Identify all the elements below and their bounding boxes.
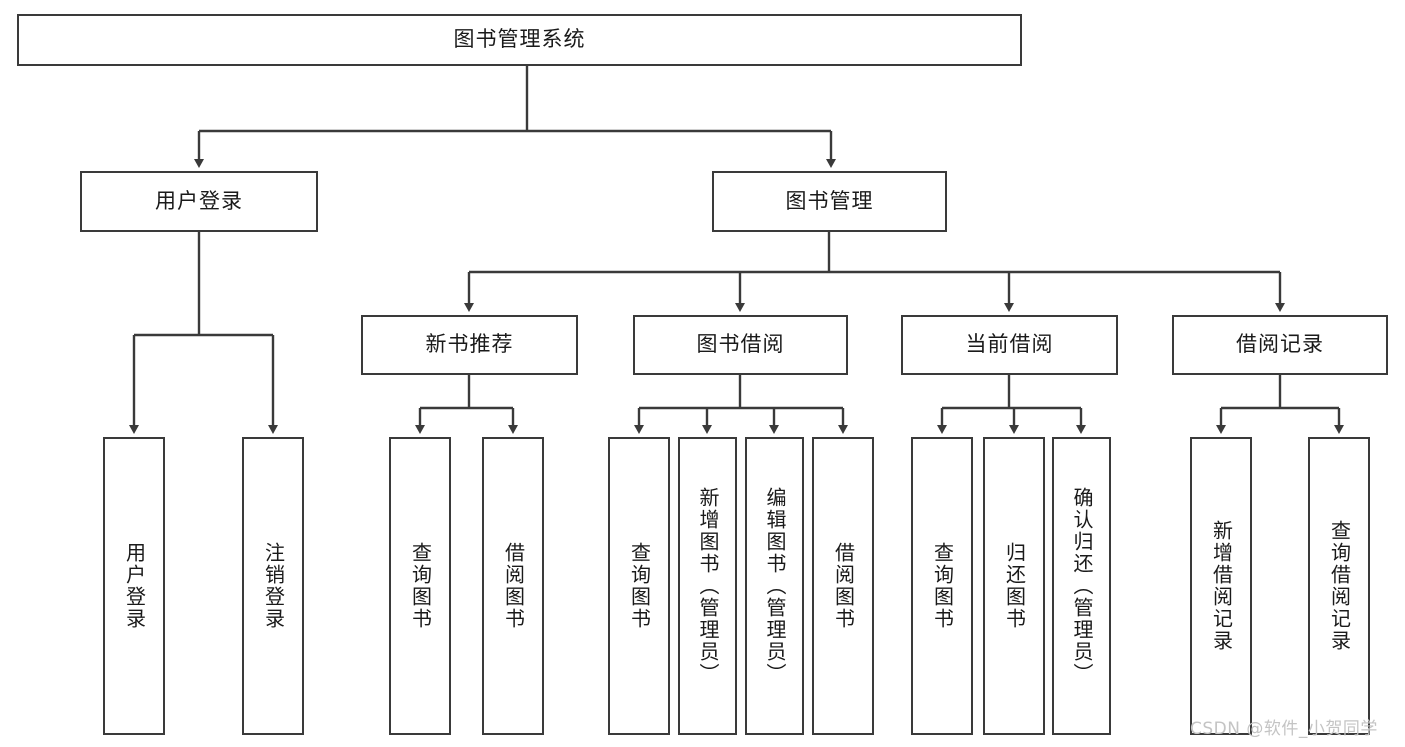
node-user-login[interactable]: 用户登录 bbox=[80, 171, 318, 232]
leaf-borrow-query-book-label: 查询图书 bbox=[627, 542, 652, 630]
leaf-user-login-label: 用户登录 bbox=[122, 542, 147, 630]
leaf-recommend-borrow-book[interactable]: 借阅图书 bbox=[482, 437, 544, 735]
leaf-borrow-query-book[interactable]: 查询图书 bbox=[608, 437, 670, 735]
node-user-login-label: 用户登录 bbox=[155, 188, 243, 213]
node-book-management[interactable]: 图书管理 bbox=[712, 171, 947, 232]
leaf-logout[interactable]: 注销登录 bbox=[242, 437, 304, 735]
node-current-borrow-label: 当前借阅 bbox=[965, 332, 1054, 357]
node-current-borrow[interactable]: 当前借阅 bbox=[901, 315, 1118, 375]
leaf-current-query-book-label: 查询图书 bbox=[930, 542, 955, 630]
leaf-recommend-query-book-label: 查询图书 bbox=[408, 542, 433, 630]
node-book-management-label: 图书管理 bbox=[785, 188, 874, 213]
leaf-recommend-borrow-book-label: 借阅图书 bbox=[501, 542, 526, 630]
node-book-borrow-label: 图书借阅 bbox=[696, 332, 785, 357]
leaf-logout-label: 注销登录 bbox=[261, 542, 286, 630]
leaf-query-borrow-record[interactable]: 查询借阅记录 bbox=[1308, 437, 1370, 735]
leaf-borrow-book-label: 借阅图书 bbox=[831, 542, 856, 630]
node-borrow-record-label: 借阅记录 bbox=[1236, 332, 1324, 357]
node-new-book-recommend-label: 新书推荐 bbox=[425, 332, 514, 357]
leaf-add-book-admin[interactable]: 新增图书（管理员） bbox=[678, 437, 737, 735]
leaf-add-borrow-record[interactable]: 新增借阅记录 bbox=[1190, 437, 1252, 735]
csdn-watermark: CSDN @软件_小贺同学 bbox=[1190, 719, 1378, 739]
node-new-book-recommend[interactable]: 新书推荐 bbox=[361, 315, 578, 375]
leaf-query-borrow-record-label: 查询借阅记录 bbox=[1327, 520, 1352, 652]
leaf-edit-book-admin[interactable]: 编辑图书（管理员） bbox=[745, 437, 804, 735]
leaf-add-book-admin-label: 新增图书（管理员） bbox=[696, 487, 720, 685]
leaf-borrow-book[interactable]: 借阅图书 bbox=[812, 437, 874, 735]
leaf-current-query-book[interactable]: 查询图书 bbox=[911, 437, 973, 735]
leaf-confirm-return-admin-label: 确认归还（管理员） bbox=[1070, 487, 1094, 685]
leaf-confirm-return-admin[interactable]: 确认归还（管理员） bbox=[1052, 437, 1111, 735]
node-root-label: 图书管理系统 bbox=[453, 27, 586, 52]
leaf-recommend-query-book[interactable]: 查询图书 bbox=[389, 437, 451, 735]
leaf-add-borrow-record-label: 新增借阅记录 bbox=[1209, 520, 1234, 652]
leaf-return-book-label: 归还图书 bbox=[1002, 542, 1027, 630]
node-book-borrow[interactable]: 图书借阅 bbox=[633, 315, 848, 375]
node-root[interactable]: 图书管理系统 bbox=[17, 14, 1022, 66]
leaf-edit-book-admin-label: 编辑图书（管理员） bbox=[763, 487, 787, 685]
node-borrow-record[interactable]: 借阅记录 bbox=[1172, 315, 1388, 375]
leaf-return-book[interactable]: 归还图书 bbox=[983, 437, 1045, 735]
leaf-user-login[interactable]: 用户登录 bbox=[103, 437, 165, 735]
